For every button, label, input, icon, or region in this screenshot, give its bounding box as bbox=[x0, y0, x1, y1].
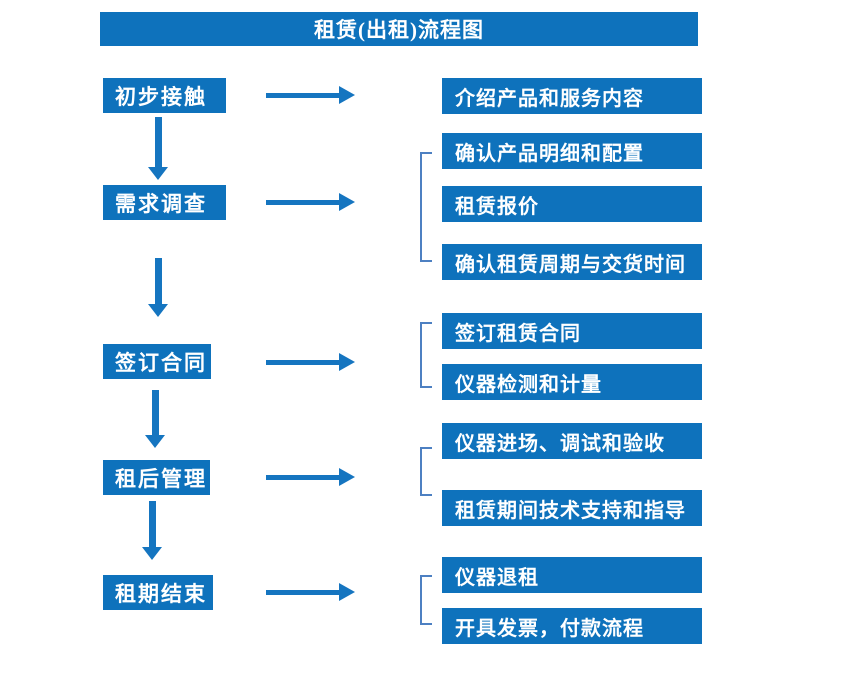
step-label: 签订合同 bbox=[115, 350, 207, 375]
step-box: 签订合同 bbox=[103, 344, 211, 379]
detail-box: 确认租赁周期与交货时间 bbox=[442, 244, 702, 280]
detail-label: 签订租赁合同 bbox=[455, 322, 581, 345]
detail-label: 开具发票，付款流程 bbox=[455, 617, 644, 640]
detail-box: 签订租赁合同 bbox=[442, 313, 702, 349]
group-bracket bbox=[420, 575, 432, 625]
flowchart-title: 租赁(出租)流程图 bbox=[314, 18, 484, 42]
flowchart-title-bar: 租赁(出租)流程图 bbox=[100, 12, 698, 46]
right-arrow-head bbox=[339, 583, 355, 601]
detail-label: 仪器退租 bbox=[455, 566, 539, 589]
down-arrow-shaft bbox=[154, 117, 162, 167]
right-arrow-shaft bbox=[266, 589, 339, 595]
right-arrow-icon bbox=[266, 583, 355, 601]
down-arrow-head bbox=[145, 435, 165, 448]
step-label: 需求调查 bbox=[115, 191, 207, 216]
right-arrow-head bbox=[339, 86, 355, 104]
right-arrow-icon bbox=[266, 468, 355, 486]
right-arrow-icon bbox=[266, 193, 355, 211]
down-arrow-icon bbox=[142, 501, 162, 560]
step-box: 租期结束 bbox=[103, 575, 213, 610]
detail-label: 介绍产品和服务内容 bbox=[455, 87, 644, 110]
detail-box: 仪器退租 bbox=[442, 557, 702, 593]
down-arrow-shaft bbox=[154, 258, 162, 304]
right-arrow-head bbox=[339, 468, 355, 486]
detail-label: 租赁期间技术支持和指导 bbox=[455, 499, 686, 522]
down-arrow-shaft bbox=[148, 501, 156, 547]
right-arrow-icon bbox=[266, 353, 355, 371]
down-arrow-icon bbox=[148, 258, 168, 317]
detail-box: 租赁报价 bbox=[442, 186, 702, 222]
right-arrow-shaft bbox=[266, 92, 339, 98]
step-box: 需求调查 bbox=[103, 185, 226, 220]
right-arrow-shaft bbox=[266, 359, 339, 365]
step-label: 租期结束 bbox=[115, 581, 207, 606]
down-arrow-head bbox=[148, 167, 168, 180]
detail-label: 确认租赁周期与交货时间 bbox=[455, 253, 686, 276]
down-arrow-head bbox=[142, 547, 162, 560]
detail-label: 确认产品明细和配置 bbox=[455, 142, 644, 165]
detail-box: 仪器进场、调试和验收 bbox=[442, 423, 702, 459]
right-arrow-head bbox=[339, 193, 355, 211]
down-arrow-head bbox=[148, 304, 168, 317]
group-bracket bbox=[420, 447, 432, 496]
detail-box: 介绍产品和服务内容 bbox=[442, 78, 702, 114]
group-bracket bbox=[420, 322, 432, 388]
detail-label: 仪器进场、调试和验收 bbox=[455, 432, 665, 455]
right-arrow-shaft bbox=[266, 199, 339, 205]
down-arrow-shaft bbox=[151, 390, 159, 435]
group-bracket bbox=[420, 152, 432, 262]
step-label: 租后管理 bbox=[115, 466, 207, 491]
detail-box: 租赁期间技术支持和指导 bbox=[442, 490, 702, 526]
right-arrow-icon bbox=[266, 86, 355, 104]
right-arrow-head bbox=[339, 353, 355, 371]
step-label: 初步接触 bbox=[115, 84, 207, 109]
detail-box: 开具发票，付款流程 bbox=[442, 608, 702, 644]
down-arrow-icon bbox=[145, 390, 165, 448]
detail-label: 租赁报价 bbox=[455, 195, 539, 218]
right-arrow-shaft bbox=[266, 474, 339, 480]
down-arrow-icon bbox=[148, 117, 168, 180]
detail-box: 确认产品明细和配置 bbox=[442, 133, 702, 169]
detail-label: 仪器检测和计量 bbox=[455, 373, 602, 396]
detail-box: 仪器检测和计量 bbox=[442, 364, 702, 400]
step-box: 租后管理 bbox=[103, 460, 210, 495]
step-box: 初步接触 bbox=[103, 78, 226, 113]
